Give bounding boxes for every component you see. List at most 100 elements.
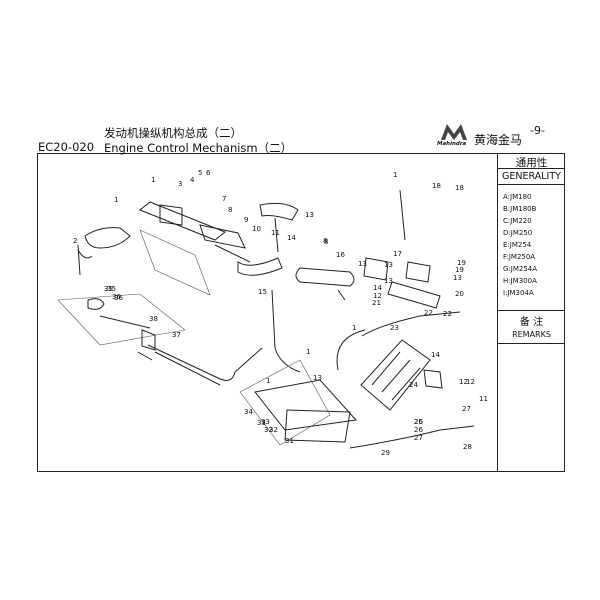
callout-label: 12 (459, 378, 468, 386)
callout-label: 36 (112, 293, 121, 301)
callout-label: 35 (107, 285, 116, 293)
part-shape (405, 261, 431, 283)
part-shape (295, 267, 355, 287)
callout-label: 31 (285, 437, 294, 445)
callout-label: 26 (414, 418, 423, 426)
callout-label: 13 (313, 374, 322, 382)
remarks-title-en: REMARKS (512, 330, 551, 339)
generality-item: C:JM220 (503, 217, 532, 225)
callout-label: 18 (432, 182, 441, 190)
callout-label: 6 (206, 169, 211, 177)
callout-label: 16 (336, 251, 345, 259)
callout-label: 8 (228, 206, 232, 214)
callout-label: 33 (257, 419, 266, 427)
callout-label: 13 (384, 261, 393, 269)
generality-item: F:JM250A (503, 253, 536, 261)
part-shape (363, 257, 389, 281)
callout-label: 26 (414, 426, 423, 434)
callout-label: 32 (269, 426, 278, 434)
callout-label: 14 (373, 284, 382, 292)
mahindra-logo-icon (441, 124, 467, 140)
part-shape (274, 217, 279, 253)
callout-label: 33 (261, 418, 270, 426)
part-shape (360, 339, 431, 411)
callout-label: 4 (190, 176, 195, 184)
divider (498, 168, 565, 169)
part-shape (237, 257, 283, 276)
callout-labels: 1 2 3 4 5 6 7 8 9 10 11 12 13 14 15 16 1… (73, 169, 488, 457)
remarks-title-cn: 备 注 (519, 317, 544, 328)
callout-label: 1 (151, 176, 155, 184)
callout-label: 13 (305, 211, 314, 219)
assembly-outline (139, 229, 211, 296)
callout-label: 20 (455, 290, 464, 298)
callout-label: 22 (443, 310, 452, 318)
drawing-frame (37, 153, 565, 472)
callout-label: 19 (455, 266, 464, 274)
part-shape (154, 351, 221, 386)
callout-label: 21 (372, 299, 381, 307)
part-shape (159, 204, 183, 226)
part-shape (77, 249, 93, 259)
callout-label: 38 (149, 315, 158, 323)
divider (498, 343, 565, 344)
callout-label: 14 (431, 351, 440, 359)
part-shape (336, 329, 366, 371)
callout-label: 13 (453, 274, 462, 282)
generality-item: H:JM300A (503, 277, 537, 285)
divider (498, 310, 565, 311)
part-shape (399, 189, 406, 241)
part-shape (423, 369, 443, 389)
callout-label: 15 (258, 288, 267, 296)
part-shape (84, 227, 131, 249)
callout-label: 11 (479, 395, 488, 403)
part-shape (199, 224, 246, 249)
part-shape (147, 344, 263, 381)
generality-title-en: GENERALITY (502, 171, 561, 182)
callout-label: 8 (323, 237, 327, 245)
callout-label: 5 (198, 169, 202, 177)
callout-label: 32 (264, 426, 273, 434)
part-shape (337, 289, 346, 301)
title-en: Engine Control Mechanism（二） (104, 141, 293, 155)
generality-item: D:JM250 (503, 229, 533, 237)
callout-label: 1 (306, 348, 310, 356)
part-shape (87, 298, 105, 310)
part-shape (254, 379, 358, 431)
generality-item: I:JM304A (503, 289, 534, 297)
callout-label: 36 (114, 294, 123, 302)
page-number: -9- (530, 124, 545, 137)
callout-label: 37 (172, 331, 181, 339)
callout-label: 22 (424, 309, 433, 317)
title-cn: 发动机操纵机构总成（二） (104, 126, 242, 140)
exploded-parts-diagram: 1 2 3 4 5 6 7 8 9 10 11 12 13 14 15 16 1… (57, 169, 488, 457)
part-shape (137, 351, 153, 361)
generality-item: B:JM180B (503, 205, 537, 213)
generality-item: E:JM254 (503, 241, 532, 249)
callout-label: 35 (104, 285, 113, 293)
generality-item: A:JM180 (503, 193, 532, 201)
callout-label: 11 (271, 229, 280, 237)
callout-label: 25 (414, 418, 423, 426)
part-shape (387, 281, 441, 309)
part-shape (349, 425, 475, 449)
callout-label: 13 (384, 277, 393, 285)
callout-label: 19 (457, 259, 466, 267)
callout-label: 27 (462, 405, 471, 413)
callout-label: 1 (114, 196, 118, 204)
part-shape (371, 351, 421, 401)
callout-label: 27 (414, 434, 423, 442)
callout-label: 24 (409, 381, 418, 389)
callout-label: 17 (393, 250, 402, 258)
callout-label: 9 (244, 216, 248, 224)
callout-label: 29 (381, 449, 390, 457)
generality-item: G:JM254A (503, 265, 538, 273)
divider (498, 184, 565, 185)
callout-label: 12 (466, 378, 475, 386)
part-shape (259, 202, 299, 221)
logo-text: Mahindra (437, 141, 467, 147)
part-shape (77, 244, 81, 276)
callout-label: 1 (393, 171, 397, 179)
callout-label: 12 (373, 292, 382, 300)
part-shape (99, 315, 151, 329)
